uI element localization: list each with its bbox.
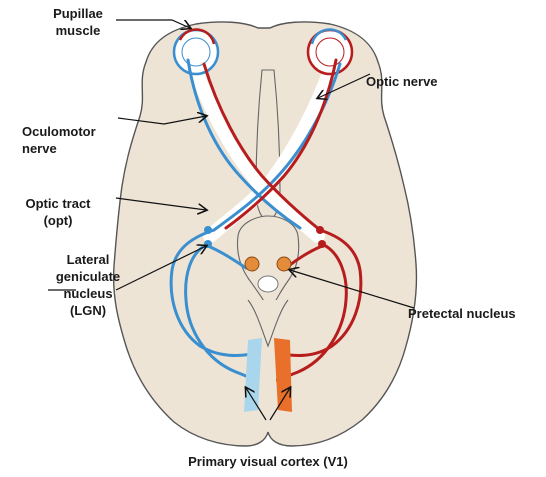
left-eye <box>174 30 218 74</box>
label-optic-tract-1: Optic tract <box>25 196 91 211</box>
label-oculomotor-2: nerve <box>22 141 57 156</box>
label-optic-tract-2: (opt) <box>44 213 73 228</box>
label-lgn-4: (LGN) <box>70 303 106 318</box>
pretectal-nucleus-left <box>245 257 259 271</box>
label-oculomotor-1: Oculomotor <box>22 124 96 139</box>
label-primary-visual-cortex: Primary visual cortex (V1) <box>188 454 348 469</box>
label-optic-nerve: Optic nerve <box>366 74 438 89</box>
label-pupillae-muscle-2: muscle <box>56 23 101 38</box>
label-lgn-3: nucleus <box>63 286 112 301</box>
label-pretectal-nucleus: Pretectal nucleus <box>408 306 516 321</box>
label-pupillae-muscle-1: Pupillae <box>53 6 103 21</box>
label-lgn-2: geniculate <box>56 269 120 284</box>
pretectal-nucleus-right <box>277 257 291 271</box>
label-lgn-1: Lateral <box>67 252 110 267</box>
right-eye <box>308 30 352 74</box>
